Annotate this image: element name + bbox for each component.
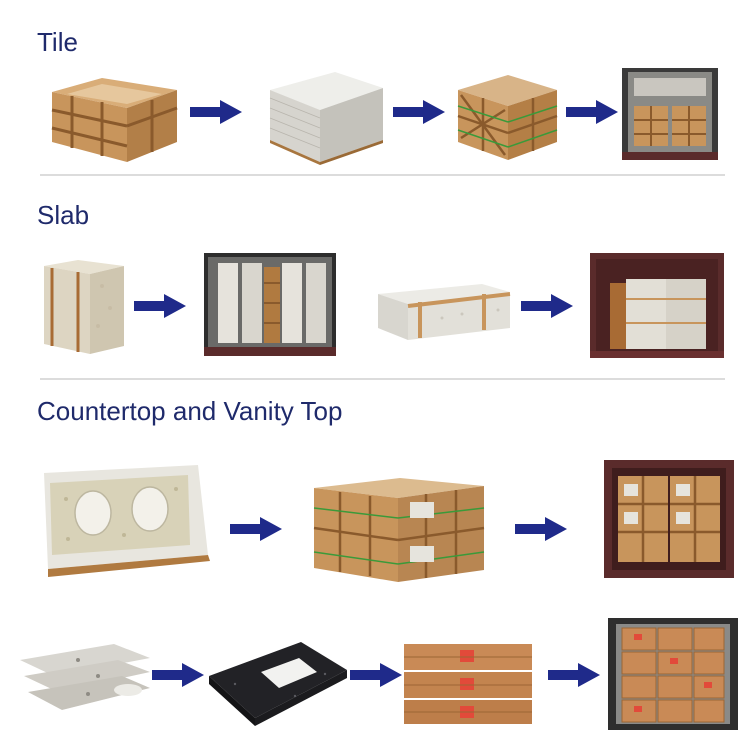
right-arrow-icon <box>134 294 186 318</box>
slabs-in-container-photo <box>590 253 724 358</box>
strapped-tile-crate-photo <box>453 70 560 162</box>
section-divider <box>40 378 725 380</box>
strapped-countertop-crates-photo <box>310 474 486 584</box>
slab-bundle-on-frame-photo <box>38 256 126 358</box>
section-title-countertop: Countertop and Vanity Top <box>37 396 343 426</box>
right-arrow-icon <box>393 100 445 124</box>
vanity-top-with-sink-photo <box>205 630 349 730</box>
empty-wooden-crate-photo <box>42 70 182 165</box>
right-arrow-icon <box>521 294 573 318</box>
slab-bundles-in-container-photo <box>204 253 336 356</box>
right-arrow-icon <box>190 100 242 124</box>
vanity-top-with-sinks-photo <box>38 459 212 579</box>
tile-crates-in-container-photo <box>622 68 718 160</box>
cartons-in-container-photo <box>608 618 738 730</box>
section-divider <box>40 174 725 176</box>
right-arrow-icon <box>548 663 600 687</box>
vanity-tops-stacked-photo <box>18 640 152 720</box>
right-arrow-icon <box>350 663 402 687</box>
countertop-crates-in-container-photo <box>604 460 734 578</box>
tile-stack-in-crate-photo <box>265 68 385 165</box>
strapped-slab-bundle-photo <box>372 278 514 344</box>
right-arrow-icon <box>230 517 282 541</box>
cardboard-cartons-photo <box>400 640 536 726</box>
right-arrow-icon <box>515 517 567 541</box>
right-arrow-icon <box>566 100 618 124</box>
section-title-tile: Tile <box>37 27 78 57</box>
right-arrow-icon <box>152 663 204 687</box>
section-title-slab: Slab <box>37 200 90 230</box>
